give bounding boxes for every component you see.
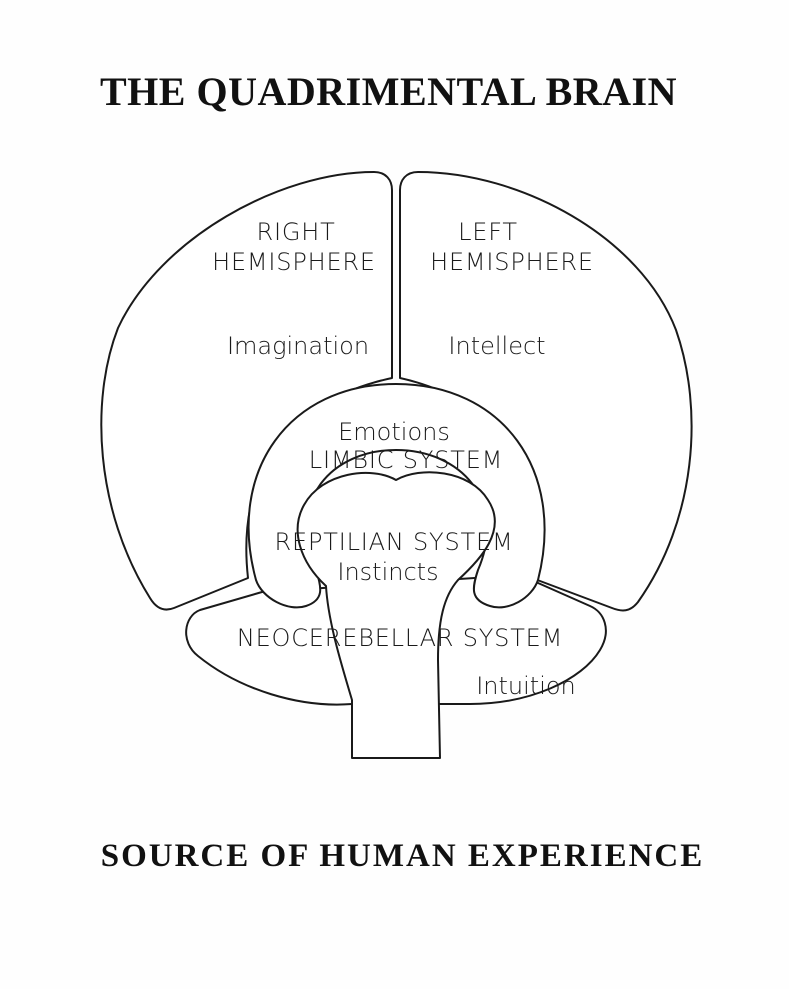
page-title: THE QUADRIMENTAL BRAIN [100, 69, 677, 114]
imagination-label: Imagination [227, 332, 369, 360]
right-hemisphere-label-2: HEMISPHERE [212, 248, 376, 276]
intuition-label: Intuition [476, 672, 576, 700]
reptilian-system-region [296, 471, 496, 759]
left-hemisphere-label-1: LEFT [458, 218, 518, 246]
limbic-system-region [247, 383, 546, 609]
instincts-label: Instincts [337, 558, 438, 586]
limbic-system-label: LIMBIC SYSTEM [309, 446, 503, 474]
intellect-label: Intellect [448, 332, 545, 360]
emotions-label: Emotions [338, 418, 450, 446]
page-subtitle: SOURCE OF HUMAN EXPERIENCE [100, 838, 705, 874]
neocerebellar-system-label: NEOCEREBELLAR SYSTEM [237, 624, 563, 652]
right-hemisphere-label-1: RIGHT [256, 218, 335, 246]
left-hemisphere-label-2: HEMISPHERE [430, 248, 594, 276]
reptilian-system-label: REPTILIAN SYSTEM [275, 528, 514, 556]
